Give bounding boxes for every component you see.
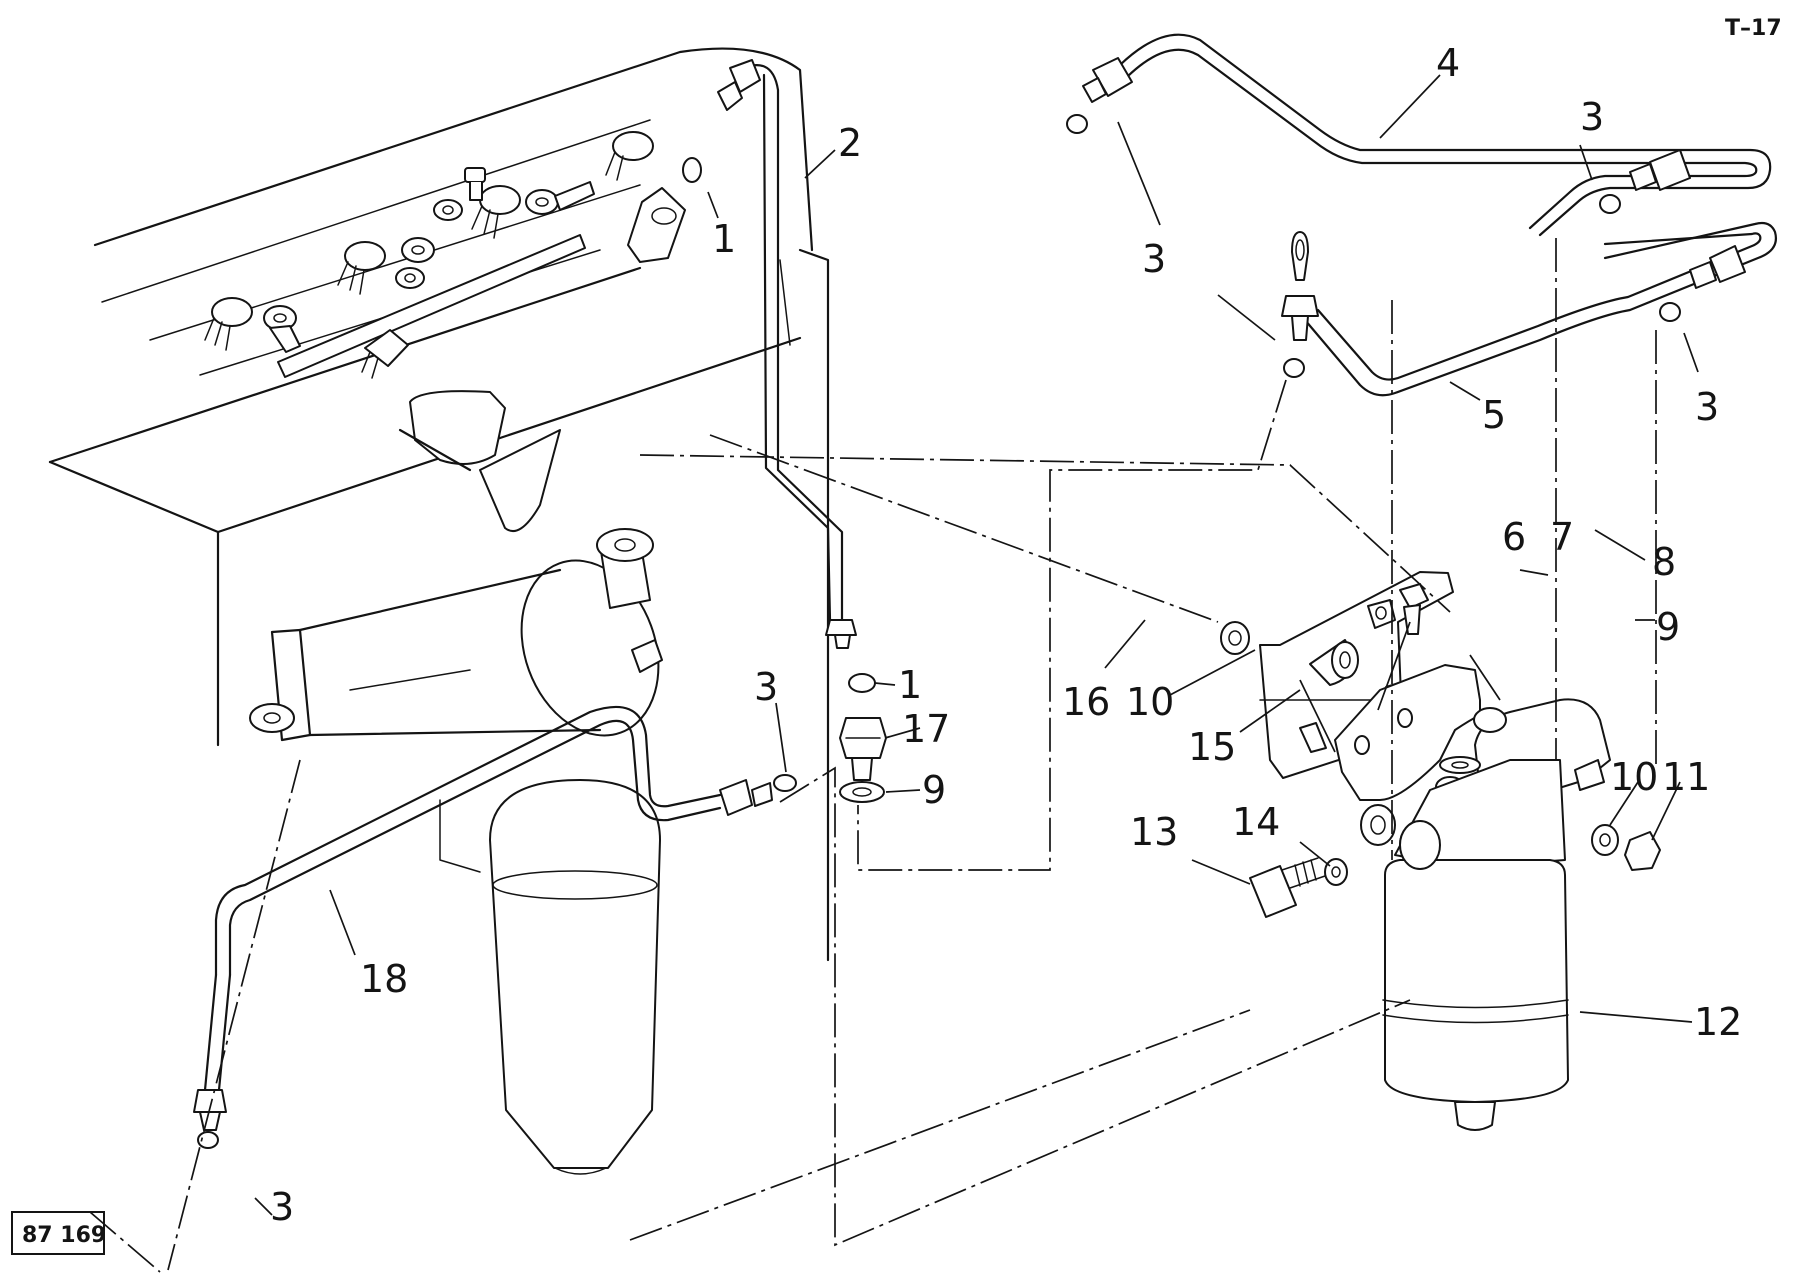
callout-15: 15 [1188, 725, 1236, 769]
callout-3-right: 3 [1695, 385, 1719, 429]
callout-10-bracket: 10 [1126, 680, 1174, 724]
callout-17: 17 [902, 707, 950, 751]
callout-16: 16 [1062, 680, 1110, 724]
banjo-eye [395, 267, 425, 289]
callout-1-top: 1 [712, 217, 736, 261]
callout-1-mid: 1 [898, 663, 922, 707]
banjo-eye [263, 305, 301, 353]
olive-1-top [627, 157, 702, 263]
callout-11: 11 [1662, 755, 1710, 799]
callout-9-mid: 9 [922, 768, 946, 812]
union-stack [839, 673, 887, 803]
callout-leaders [254, 74, 1699, 1216]
callout-2: 2 [838, 121, 862, 165]
callout-8: 8 [1652, 540, 1676, 584]
starter-motor [249, 390, 663, 742]
callout-13: 13 [1130, 810, 1178, 854]
callout-7: 7 [1550, 515, 1574, 559]
callout-3-upper-center: 3 [1142, 237, 1166, 281]
fuel-pipe-5 [1281, 221, 1777, 397]
banjo-bolt [464, 167, 486, 201]
injector-body [361, 329, 409, 379]
fuel-filter-12 [1249, 664, 1661, 1131]
injector-rail [204, 131, 654, 379]
callout-18: 18 [360, 957, 408, 1001]
nozzle-cap [471, 185, 521, 239]
nozzle-cap [337, 241, 386, 295]
banjo-eye [401, 237, 435, 263]
callout-12: 12 [1694, 1000, 1742, 1044]
callout-9-right: 9 [1656, 605, 1680, 649]
callout-6: 6 [1502, 515, 1526, 559]
callout-14: 14 [1232, 800, 1280, 844]
callout-4: 4 [1436, 41, 1460, 85]
callout-5: 5 [1482, 393, 1506, 437]
banjo-eye [525, 181, 595, 215]
callout-3-mid: 3 [754, 665, 778, 709]
figure-reference-box: 87 169 [11, 1211, 106, 1255]
callout-3-upper-right: 3 [1580, 95, 1604, 139]
old-filter-bowl [439, 779, 661, 1175]
callout-3-bottom: 3 [270, 1185, 294, 1229]
sheet-code: T–17 [1725, 16, 1782, 41]
mounting-bracket [1220, 571, 1454, 779]
nozzle-cap [204, 297, 253, 351]
nozzle-cap [605, 131, 654, 181]
fuel-pipe-2 [717, 59, 857, 649]
callout-labels: 1 2 4 3 3 5 3 6 7 8 9 16 10 15 10 11 13 … [270, 41, 1742, 1229]
engine-block [48, 47, 830, 962]
banjo-eye [433, 199, 463, 221]
fuel-pipe-4 [1066, 33, 1772, 237]
assembly-lines [89, 238, 1657, 1273]
fuel-pipe-18 [193, 705, 797, 1149]
callout-10-right: 10 [1610, 755, 1658, 799]
figure-reference: 87 169 [22, 1223, 106, 1248]
